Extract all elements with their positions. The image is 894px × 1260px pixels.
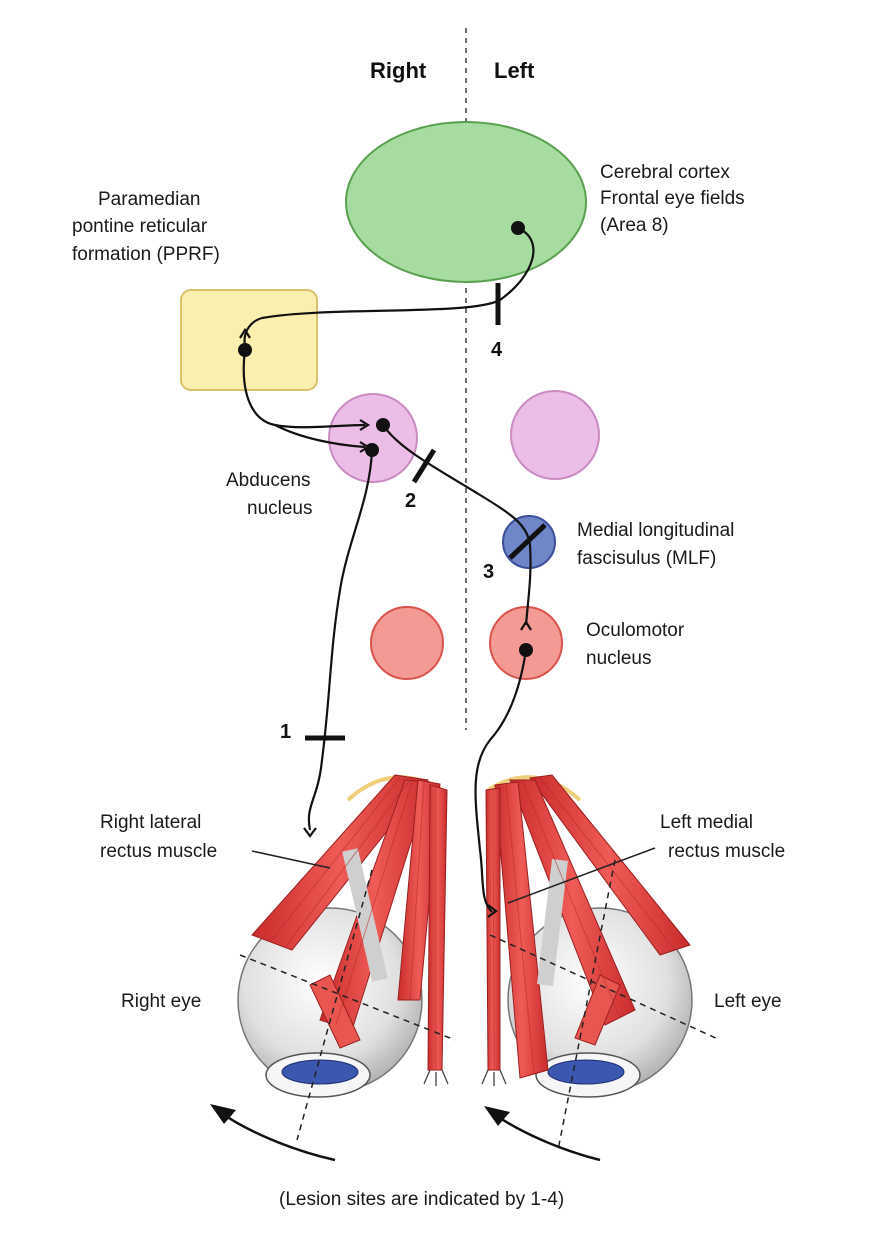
- cerebral-cortex-ellipse: [345, 121, 587, 283]
- left-iris: [547, 1059, 625, 1085]
- right-lateral-leader: [251, 850, 331, 869]
- mlf-label-line2: fascisulus (MLF): [577, 548, 716, 569]
- lesion-marker-3: [508, 523, 547, 560]
- right-muscle-fibers: [269, 777, 437, 1070]
- abducens-synapse-1: [359, 419, 371, 431]
- abducens-label-line2: nucleus: [247, 498, 313, 519]
- right-eye-axis-1: [239, 954, 456, 1041]
- header-left: Left: [494, 58, 535, 83]
- lesion-number-4: 4: [491, 339, 503, 361]
- left-medial-label-line2: rectus muscle: [668, 841, 785, 862]
- left-eye-rotation-arrow: [493, 1112, 601, 1162]
- oculomotor-label-line1: Oculomotor: [586, 620, 685, 641]
- lesion-marker-2: [411, 448, 437, 484]
- pprf-box: [180, 289, 318, 391]
- lesion-number-2: 2: [405, 490, 416, 512]
- left-abducens-nucleus: [510, 390, 600, 480]
- pprf-label-line3: formation (PPRF): [72, 244, 220, 265]
- abducens-nerve-to-lateral-rectus: [307, 449, 374, 831]
- header-right: Right: [370, 58, 427, 83]
- cortex-to-pprf-pathway: [243, 226, 535, 346]
- left-muscle-fibers: [492, 777, 676, 1075]
- left-eye-assembly: [485, 774, 721, 1151]
- oculomotor-nerve-to-medial-rectus: [474, 649, 528, 913]
- left-optic-nerve: [537, 859, 568, 986]
- oculomotor-synapse-mark: [520, 619, 532, 631]
- cortex-label-line2: Frontal eye fields: [600, 188, 745, 209]
- right-eye-assembly: [237, 774, 456, 1141]
- abducens-label-line1: Abducens: [226, 470, 311, 491]
- right-inferior-muscle: [309, 974, 361, 1049]
- medial-rectus-endplate: [487, 904, 498, 918]
- left-eye-axis-2: [557, 859, 616, 1151]
- right-lateral-rectus-muscle: [251, 774, 429, 951]
- right-iris: [281, 1059, 359, 1085]
- left-medial-label-line1: Left medial: [660, 812, 753, 833]
- left-eye-axis-1: [489, 934, 721, 1041]
- pprf-label-line2: pontine reticular: [72, 216, 208, 237]
- oculomotor-label-line2: nucleus: [586, 648, 652, 669]
- left-inferior-muscle: [574, 974, 621, 1046]
- right-eye-rotation-arrow: [219, 1110, 336, 1162]
- mlf-label-line1: Medial longitudinal: [577, 520, 734, 541]
- right-eye-label: Right eye: [121, 991, 201, 1012]
- caption: (Lesion sites are indicated by 1-4): [279, 1189, 564, 1210]
- right-oblique-muscle: [427, 784, 448, 1071]
- left-medial-rectus-muscle-shape: [494, 781, 549, 1079]
- lesion-number-1: 1: [280, 721, 291, 743]
- pprf-label-line1: Paramedian: [98, 189, 200, 210]
- right-oculomotor-nucleus: [370, 606, 444, 680]
- left-tendon-ends: [481, 1069, 507, 1086]
- right-optic-nerve: [342, 848, 388, 982]
- pprf-synapse-mark: [239, 327, 251, 339]
- cortex-label-line3: (Area 8): [600, 215, 669, 236]
- lesion-number-3: 3: [483, 561, 494, 583]
- right-abducens-nucleus: [328, 393, 418, 483]
- left-eye-arrowhead: [484, 1106, 510, 1126]
- lateral-rectus-endplate: [303, 827, 317, 838]
- right-eye-arrowhead: [210, 1104, 236, 1124]
- right-eye-axis-2: [296, 869, 373, 1141]
- cortex-label-line1: Cerebral cortex: [600, 162, 730, 183]
- cortex-neuron-dot: [511, 221, 525, 235]
- left-medial-leader: [507, 847, 656, 904]
- pprf-to-abducens-pathway: [242, 349, 366, 449]
- right-tendon-ends: [423, 1069, 449, 1086]
- internuclear-pathway: [382, 424, 532, 626]
- right-lateral-label-line2: rectus muscle: [100, 841, 217, 862]
- right-lateral-label-line1: Right lateral: [100, 812, 201, 833]
- left-eye-label: Left eye: [714, 991, 782, 1012]
